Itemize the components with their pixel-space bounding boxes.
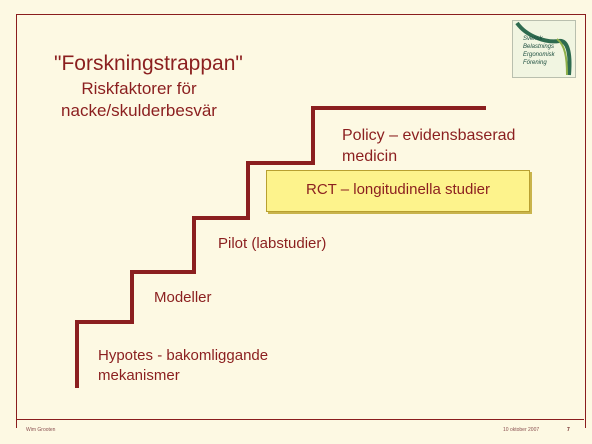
step-hypotes: Hypotes - bakomliggande mekanismer [98, 346, 268, 386]
staircase-line [75, 106, 486, 388]
step-policy-line1: Policy – evidensbaserad [342, 127, 516, 144]
step-rct-box: RCT – longitudinella studier [266, 170, 530, 212]
step-policy-line2: medicin [342, 148, 398, 165]
step-policy: Policy – evidensbaserad medicin [342, 125, 515, 167]
logo-text: Svensk Belastnings Ergonomisk Förening [523, 35, 555, 67]
logo-line-4: Förening [523, 60, 547, 66]
footer-page-number: 7 [567, 427, 570, 433]
step-modeller: Modeller [154, 289, 212, 306]
logo-line-1: Svensk [523, 36, 543, 42]
sbef-logo: Svensk Belastnings Ergonomisk Förening [512, 20, 576, 78]
step-pilot: Pilot (labstudier) [218, 235, 327, 252]
step-hypotes-line2: mekanismer [98, 367, 180, 384]
footer-divider [16, 419, 584, 420]
logo-line-3: Ergonomisk [523, 52, 555, 58]
logo-line-2: Belastnings [523, 44, 555, 50]
footer-date: 10 oktober 2007 [503, 427, 540, 433]
slide-title: "Forskningstrappan" [54, 52, 243, 75]
step-hypotes-line1: Hypotes - bakomliggande [98, 347, 269, 364]
footer-author: Wim Grooten [26, 427, 56, 433]
slide-subtitle: Riskfaktorer för nacke/skulderbesvär [61, 79, 217, 120]
step-rct-label: RCT – longitudinella studier [306, 181, 490, 198]
logo-swoosh-icon [515, 21, 572, 76]
slide-frame [16, 14, 586, 428]
